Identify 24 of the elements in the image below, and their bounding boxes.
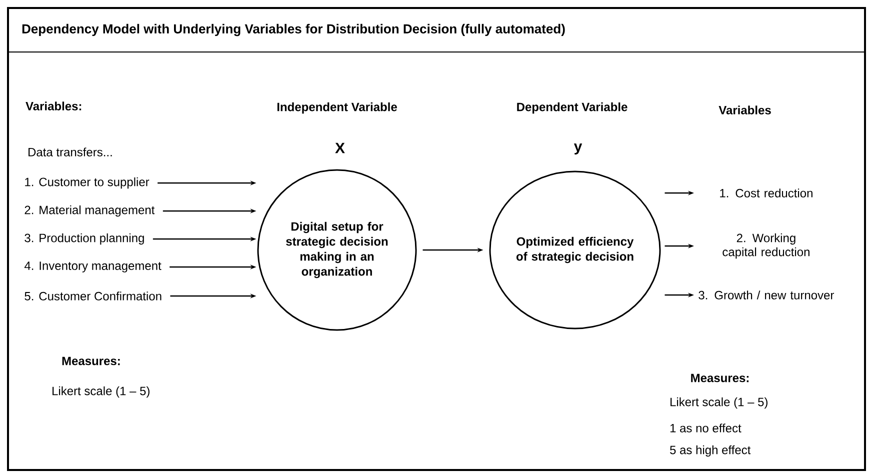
heading: Independent Variable — [277, 102, 397, 114]
variable-symbol: y — [574, 144, 582, 155]
note: Data transfers... — [28, 148, 112, 156]
outcome-text: 3. Growth / new turnover — [698, 290, 834, 300]
heading: Variables: — [26, 102, 82, 110]
variable-text: 2. Material management — [24, 205, 155, 217]
variable-symbol: X — [335, 142, 345, 154]
note: Likert scale (1 – 5) — [670, 397, 768, 409]
heading: Measures: — [62, 356, 120, 366]
variable-text: 1. Customer to supplier — [25, 177, 150, 189]
variable-text: 3. Production planning — [24, 233, 144, 245]
heading: Variables — [718, 106, 771, 114]
ellipse-text: Digital setup for strategic decision making in an organization — [286, 222, 388, 278]
note: 5 as high effect — [670, 445, 751, 457]
note: Likert scale (1 – 5) — [52, 386, 150, 398]
outcome-text: 2. Working capital reduction — [722, 233, 810, 259]
note: 1 as no effect — [670, 424, 742, 432]
outcome-text: 1. Cost reduction — [720, 188, 812, 198]
heading: Dependent Variable — [517, 102, 628, 114]
variable-text: 4. Inventory management — [24, 262, 162, 272]
ellipse-text: Optimized efficiency of strategic decision — [516, 236, 634, 264]
heading: Measures: — [691, 374, 749, 382]
variable-text: 5. Customer Confirmation — [24, 292, 162, 300]
title: Dependency Model with Underlying Variables for Distribution Decision (fully automated) — [22, 24, 565, 36]
